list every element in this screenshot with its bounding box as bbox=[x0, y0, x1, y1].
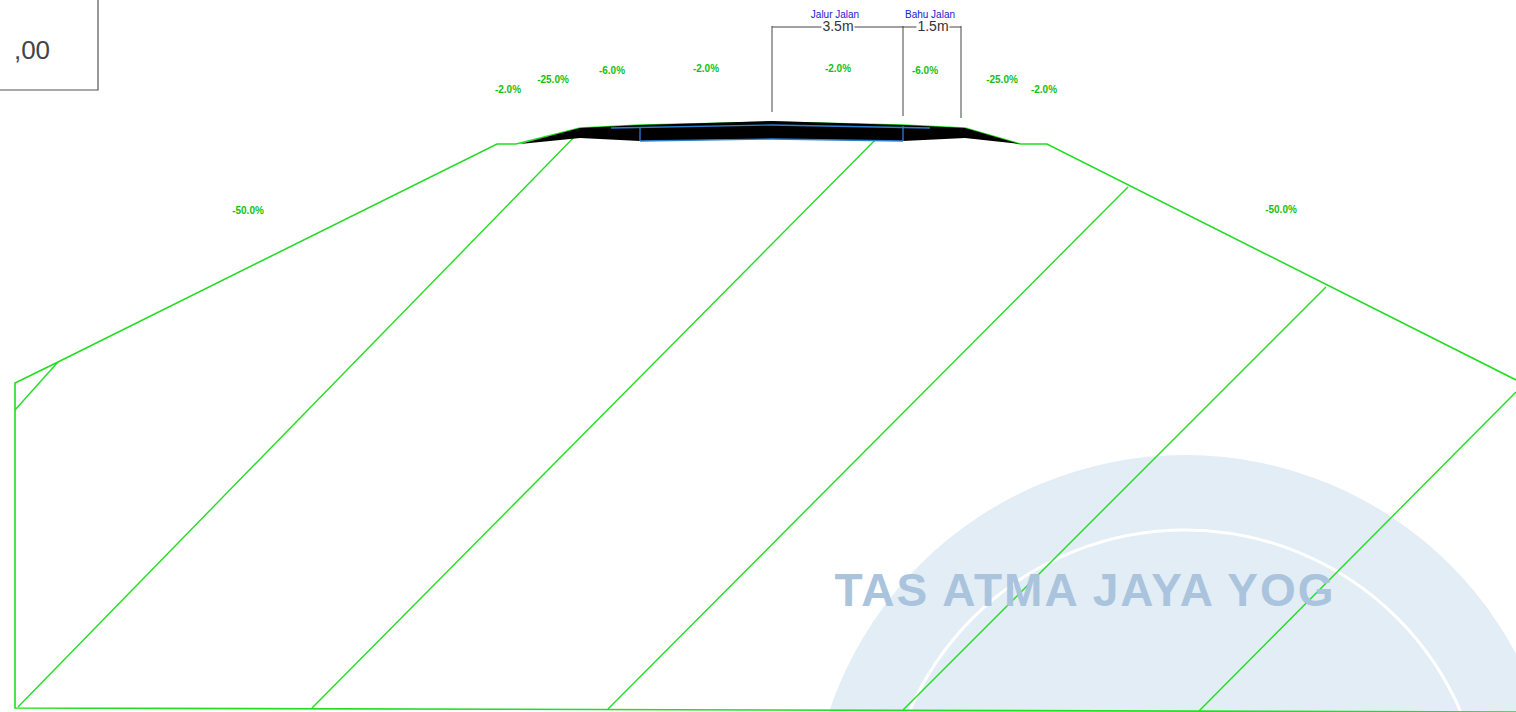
watermark: TAS ATMA JAYA YOG bbox=[835, 565, 1336, 616]
fill-hatch bbox=[15, 127, 1516, 711]
slope-label: -2.0% bbox=[693, 63, 719, 74]
slope-label: -2.0% bbox=[1031, 84, 1057, 95]
slope-label: -50.0% bbox=[1265, 204, 1297, 215]
slope-label: -50.0% bbox=[232, 205, 264, 216]
slope-label: -2.0% bbox=[495, 84, 521, 95]
dimension-title: Jalur Jalan bbox=[811, 9, 859, 20]
dimension-value: 1.5m bbox=[916, 19, 949, 34]
slope-label: -2.0% bbox=[825, 63, 851, 74]
dimension-value: 3.5m bbox=[821, 19, 854, 34]
pavement-lines bbox=[611, 125, 930, 141]
slope-label: -6.0% bbox=[599, 65, 625, 76]
pavement-layer bbox=[520, 121, 1020, 144]
scale-value: ,00 bbox=[14, 36, 50, 65]
slope-label: -25.0% bbox=[986, 74, 1018, 85]
title-box bbox=[0, 0, 98, 90]
dimension-lines bbox=[772, 26, 961, 118]
watermark-ring bbox=[885, 530, 1485, 712]
embankment-outline bbox=[15, 122, 1516, 712]
dimension-title: Bahu Jalan bbox=[905, 9, 955, 20]
slope-label: -6.0% bbox=[912, 65, 938, 76]
slope-label: -25.0% bbox=[537, 74, 569, 85]
watermark-disc bbox=[810, 455, 1516, 712]
